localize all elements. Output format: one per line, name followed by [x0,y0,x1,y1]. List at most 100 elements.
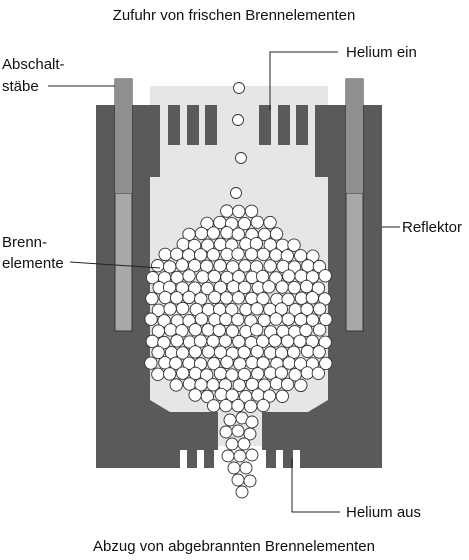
fuel-pebble [158,290,172,305]
fuel-pebble [275,280,289,294]
label-reflector: Reflektor [402,219,462,236]
fuel-pebble [269,271,283,285]
fuel-pebble [144,356,158,370]
reflector-bottom [96,412,382,468]
fuel-pebble [169,378,183,392]
fuel-pebble [221,449,235,463]
core-bottom-cone [150,400,218,450]
fuel-pebble [188,323,202,337]
fuel-pebble [194,312,209,326]
fuel-pebble [287,280,302,295]
fuel-pebble [311,366,325,380]
fuel-pebble [250,215,264,229]
fuel-pebble [219,425,233,439]
fuel-pebble [239,461,253,475]
fuel-pebble [176,366,190,380]
label-top: Zufuhr von frischen Brennelementen [113,7,356,24]
fuel-pebble [195,270,210,284]
fuel-pebble [318,335,332,349]
reflector-top [150,105,328,177]
shutdown-rod-right [345,78,364,332]
fuel-pebble [151,259,165,273]
fuel-pebble [250,345,264,359]
fuel-pebble [144,312,158,326]
fuel-pebble [255,269,270,284]
fuel-pebble [225,324,240,338]
fuel-pebble [305,291,319,305]
fuel-pebble [218,334,233,348]
fuel-pebble [175,301,190,316]
fuel-pebble [157,314,171,328]
fuel-pebble [188,345,202,359]
outlet-fuel-pebbles [219,411,259,499]
fuel-pebble [282,269,296,283]
fuel-pebble [188,388,202,402]
fuel-pebble [207,356,221,371]
fuel-pebble [256,247,271,261]
fuel-pebble [318,269,332,283]
fuel-pebble [206,248,221,262]
fuel-pebble [312,345,326,359]
fuel-pebble [170,334,184,348]
fuel-pebble [231,227,245,241]
fuel-pebble [200,281,215,296]
fuel-pebble [145,334,159,348]
fuel-pebble [274,366,289,380]
leader-helium-in [269,51,338,110]
fuel-pebble [262,280,276,294]
fuel-pebble [287,238,301,252]
fuel-pebble [256,292,270,306]
fuel-pebble [151,345,165,360]
fuel-pebble [200,389,215,404]
fuel-pebble [163,367,177,381]
fuel-pebble [220,204,234,218]
fuel-pebble [256,356,270,370]
fuel-pebble [305,313,320,327]
fuel-pebble-bed [144,204,333,414]
fuel-pebble [175,258,189,272]
fuel-pebble [245,415,259,429]
fuel-pebble [299,323,313,338]
fuel-pebble [268,334,282,348]
fuel-pebble [245,448,259,462]
fuel-pebble [214,387,228,402]
fuel-pebble [237,367,252,382]
fuel-pebble [243,474,257,488]
fuel-pebble [256,398,270,413]
fuel-pebble [225,388,239,402]
fuel-pebble [231,399,245,413]
fuel-pebble [263,215,277,230]
fuel-pebble [231,424,245,438]
fuel-pebble [232,270,246,284]
fuel-pebble [163,302,177,316]
fuel-pebble [313,323,327,337]
fuel-pebble [269,227,284,241]
fuel-pebble [169,356,183,370]
fuel-pebble [233,449,247,463]
fuel-pebble [219,312,233,327]
falling-fuel-pebbles [230,82,247,199]
fuel-pebble [206,226,221,240]
fuel-pebble [237,345,251,360]
fuel-pebble [227,461,241,475]
fuel-pebble [245,355,259,370]
label-rods-1: Abschalt- [2,56,65,73]
fuel-pebble [231,291,246,305]
fuel-pebble [281,292,295,307]
fuel-pebble [293,334,307,348]
fuel-pebble [269,377,284,391]
fuel-pebble [231,247,245,261]
fuel-pebble [244,399,258,414]
fuel-pebble [280,377,295,392]
fuel-pebble [201,323,215,337]
fuel-pebble [281,312,295,326]
fuel-pebble [145,291,159,306]
fuel-pebble [235,152,247,164]
fuel-pebble [208,290,222,305]
fuel-pebble [299,279,314,294]
fuel-pebble [219,399,233,413]
fuel-pebble [269,248,283,262]
fuel-pebble [194,226,209,241]
fuel-pebble [213,280,228,295]
